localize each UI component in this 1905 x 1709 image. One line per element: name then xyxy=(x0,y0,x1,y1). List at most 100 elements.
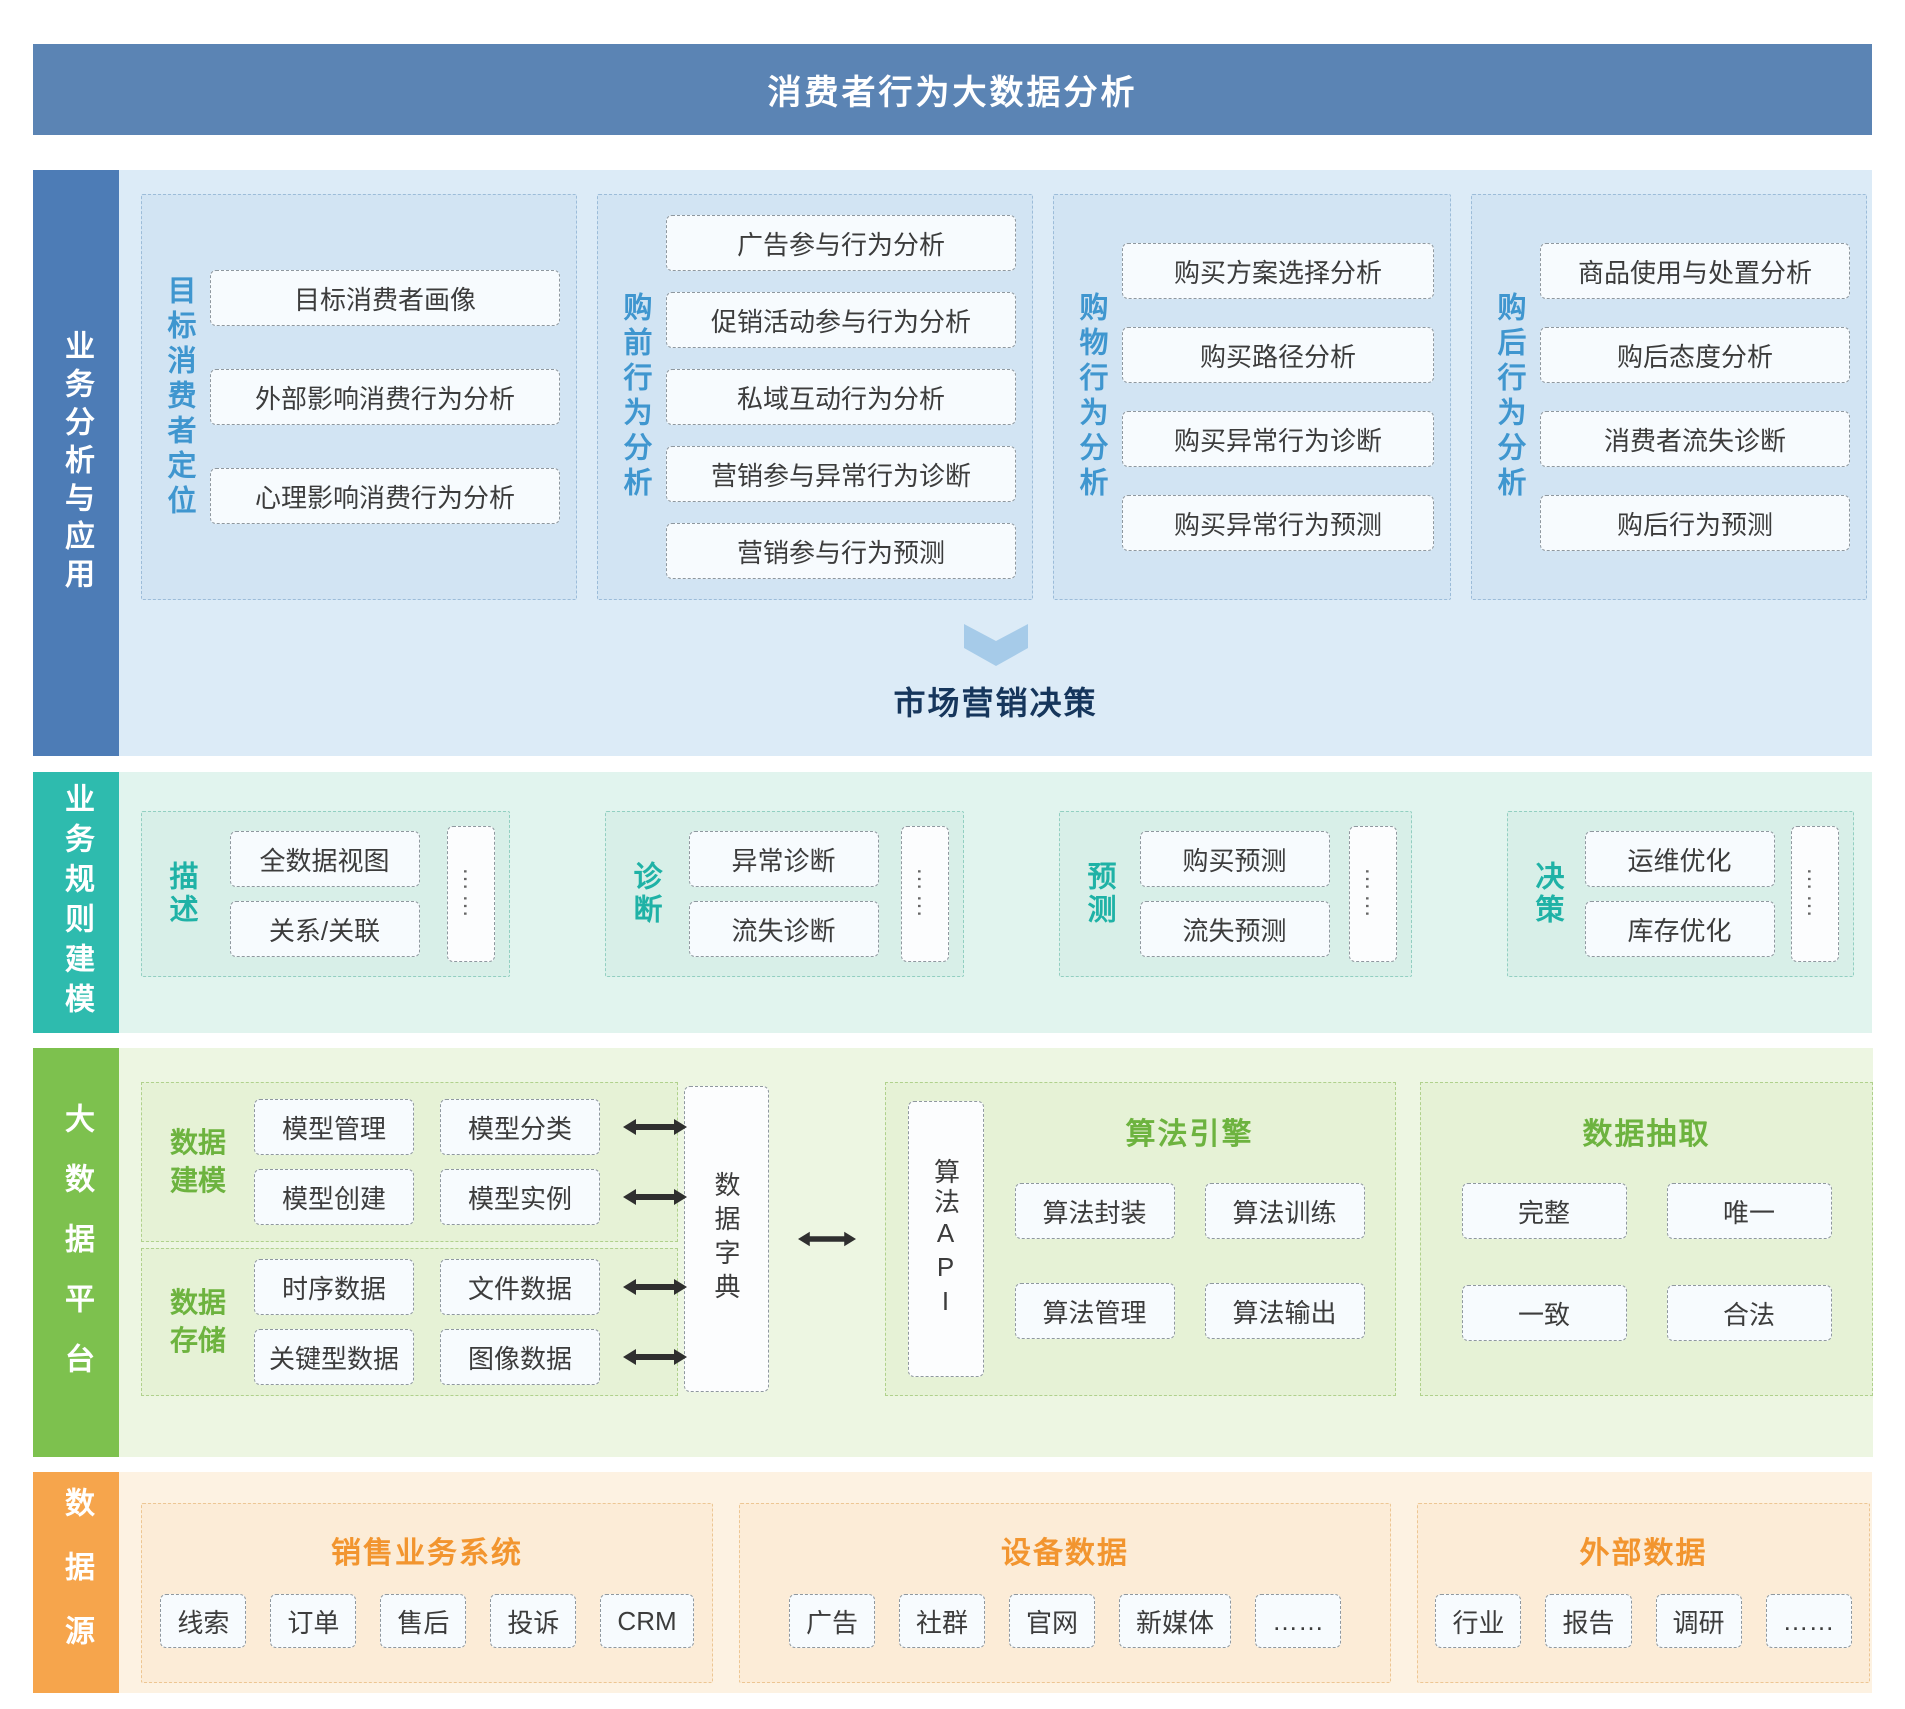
rule-group-decide: 决策 运维优化 库存优化 …… xyxy=(1507,811,1854,977)
diagram-node: 流失诊断 xyxy=(689,901,879,957)
decision-flow: 市场营销决策 xyxy=(119,624,1872,724)
diagram-node: 模型创建 xyxy=(254,1169,414,1225)
rule-items: 运维优化 库存优化 xyxy=(1585,831,1775,957)
section-title: 大数据平台 xyxy=(54,1103,98,1403)
diagram-node: 营销参与行为预测 xyxy=(666,523,1016,579)
source-group-device-data: 设备数据 广告 社群 官网 新媒体 …… xyxy=(739,1503,1391,1683)
diagram-node: 唯一 xyxy=(1667,1183,1832,1239)
diagram-node: 报告 xyxy=(1545,1594,1631,1648)
section-sidebar-data-sources: 数据源 xyxy=(33,1472,119,1693)
more-items-box: …… xyxy=(901,826,949,962)
group-title: 算法引擎 xyxy=(1126,1109,1254,1153)
diagram-node: 模型分类 xyxy=(440,1099,600,1155)
subpanel-title: 数据建模 xyxy=(170,1124,232,1200)
diagram-node: 购买方案选择分析 xyxy=(1122,243,1434,299)
diagram-node: 模型实例 xyxy=(440,1169,600,1225)
vertical-ellipsis-icon: …… xyxy=(911,867,939,921)
dictionary-api-link xyxy=(769,1082,885,1396)
panel-post-purchase-analysis: 购后行为分析 商品使用与处置分析 购后态度分析 消费者流失诊断 购后行为预测 xyxy=(1471,194,1867,600)
section-title: 数据源 xyxy=(54,1487,98,1679)
diagram-node: 购买异常行为预测 xyxy=(1122,495,1434,551)
group-title: 数据抽取 xyxy=(1583,1109,1711,1153)
diagram-node: 私域互动行为分析 xyxy=(666,369,1016,425)
diagram-node: 流失预测 xyxy=(1140,901,1330,957)
panel-items: 广告参与行为分析 促销活动参与行为分析 私域互动行为分析 营销参与异常行为诊断 … xyxy=(666,209,1016,585)
section-body-business-rules: 描述 全数据视图 关系/关联 …… 诊断 异常诊断 流失诊断 xyxy=(119,772,1872,1033)
rule-items: 购买预测 流失预测 xyxy=(1140,831,1330,957)
diagram-node: 合法 xyxy=(1667,1285,1832,1341)
diagram-node: 购买预测 xyxy=(1140,831,1330,887)
diagram-node: 订单 xyxy=(270,1594,356,1648)
diagram-node: 行业 xyxy=(1435,1594,1521,1648)
vertical-ellipsis-icon: …… xyxy=(457,867,485,921)
rule-group-diagnose: 诊断 异常诊断 流失诊断 …… xyxy=(605,811,964,977)
diagram-node: 购后态度分析 xyxy=(1540,327,1850,383)
section-title: 业务规则建模 xyxy=(54,783,98,1023)
double-arrow-icon xyxy=(623,1188,687,1206)
panel-title: 目标消费者定位 xyxy=(158,275,200,520)
diagram-node: 完整 xyxy=(1462,1183,1627,1239)
spacer xyxy=(1396,1082,1420,1396)
rule-group-predict: 预测 购买预测 流失预测 …… xyxy=(1059,811,1412,977)
engine-items: 算法封装 算法训练 算法管理 算法输出 xyxy=(1015,1183,1365,1339)
section-business-analysis: 业务分析与应用 目标消费者定位 目标消费者画像 外部影响消费行为分析 心理影响消… xyxy=(33,170,1872,756)
panel-title: 购后行为分析 xyxy=(1488,292,1530,502)
diagram-node: 心理影响消费行为分析 xyxy=(210,468,560,524)
extraction-items: 完整 唯一 一致 合法 xyxy=(1462,1183,1832,1341)
subpanel-title: 数据存储 xyxy=(170,1284,232,1360)
diagram-node: 消费者流失诊断 xyxy=(1540,411,1850,467)
diagram-node: 算法训练 xyxy=(1205,1183,1365,1239)
diagram-node: 营销参与异常行为诊断 xyxy=(666,446,1016,502)
diagram-node: 全数据视图 xyxy=(230,831,420,887)
down-arrow-icon xyxy=(964,624,1028,666)
section-body-data-sources: 销售业务系统 线索 订单 售后 投诉 CRM 设备数据 广告 社群 官网 xyxy=(119,1472,1872,1693)
page-title: 消费者行为大数据分析 xyxy=(33,44,1872,135)
decision-label: 市场营销决策 xyxy=(893,678,1097,724)
diagram-node: 投诉 xyxy=(490,1594,576,1648)
double-arrow-icon xyxy=(623,1278,687,1296)
diagram-node: …… xyxy=(1255,1594,1341,1648)
data-dictionary-box: 数据字典 xyxy=(684,1086,769,1392)
source-group-title: 外部数据 xyxy=(1580,1528,1708,1572)
diagram-node: …… xyxy=(1766,1594,1852,1648)
diagram-node: 关键型数据 xyxy=(254,1329,414,1385)
panel-target-consumer-positioning: 目标消费者定位 目标消费者画像 外部影响消费行为分析 心理影响消费行为分析 xyxy=(141,194,577,600)
rule-items: 全数据视图 关系/关联 xyxy=(230,831,420,957)
diagram-node: 商品使用与处置分析 xyxy=(1540,243,1850,299)
source-items: 广告 社群 官网 新媒体 …… xyxy=(789,1594,1341,1648)
source-group-sales-system: 销售业务系统 线索 订单 售后 投诉 CRM xyxy=(141,1503,713,1683)
source-group-title: 设备数据 xyxy=(1001,1528,1129,1572)
section-sidebar-business-rules: 业务规则建模 xyxy=(33,772,119,1033)
section-body-business-analysis: 目标消费者定位 目标消费者画像 外部影响消费行为分析 心理影响消费行为分析 购前… xyxy=(119,170,1872,756)
panel-pre-purchase-analysis: 购前行为分析 广告参与行为分析 促销活动参与行为分析 私域互动行为分析 营销参与… xyxy=(597,194,1033,600)
section-title: 业务分析与应用 xyxy=(54,330,98,596)
diagram-node: 线索 xyxy=(160,1594,246,1648)
rule-group-title: 描述 xyxy=(160,861,202,927)
section-sidebar-bigdata-platform: 大数据平台 xyxy=(33,1048,119,1457)
diagram-node: CRM xyxy=(600,1594,693,1648)
rule-group-describe: 描述 全数据视图 关系/关联 …… xyxy=(141,811,510,977)
double-arrow-icon xyxy=(623,1348,687,1366)
more-items-box: …… xyxy=(1791,826,1839,962)
panel-items: 购买方案选择分析 购买路径分析 购买异常行为诊断 购买异常行为预测 xyxy=(1122,209,1434,585)
rule-group-title: 诊断 xyxy=(624,861,666,927)
more-items-box: …… xyxy=(447,826,495,962)
diagram-node: 文件数据 xyxy=(440,1259,600,1315)
diagram-node: 关系/关联 xyxy=(230,901,420,957)
diagram-node: 时序数据 xyxy=(254,1259,414,1315)
source-items: 行业 报告 调研 …… xyxy=(1435,1594,1851,1648)
diagram-node: 社群 xyxy=(899,1594,985,1648)
platform-row: 数据建模 模型管理 模型分类 模型创建 模型实例 数据存储 时序数据 文件数据 xyxy=(119,1048,1873,1396)
subpanel-data-modeling: 数据建模 模型管理 模型分类 模型创建 模型实例 xyxy=(141,1082,678,1242)
double-arrow-icon xyxy=(623,1118,687,1136)
diagram-node: 购买异常行为诊断 xyxy=(1122,411,1434,467)
section-bigdata-platform: 大数据平台 数据建模 模型管理 模型分类 模型创建 模型实例 数据存 xyxy=(33,1048,1872,1457)
diagram-node: 购后行为预测 xyxy=(1540,495,1850,551)
diagram-node: 广告参与行为分析 xyxy=(666,215,1016,271)
double-arrow-icon xyxy=(798,1230,856,1248)
group-data-extraction: 数据抽取 完整 唯一 一致 合法 xyxy=(1420,1082,1873,1396)
vertical-ellipsis-icon: …… xyxy=(1801,867,1829,921)
analysis-panel-row: 目标消费者定位 目标消费者画像 外部影响消费行为分析 心理影响消费行为分析 购前… xyxy=(119,170,1872,600)
algorithm-engine-area: 算法引擎 算法封装 算法训练 算法管理 算法输出 xyxy=(1006,1101,1373,1377)
